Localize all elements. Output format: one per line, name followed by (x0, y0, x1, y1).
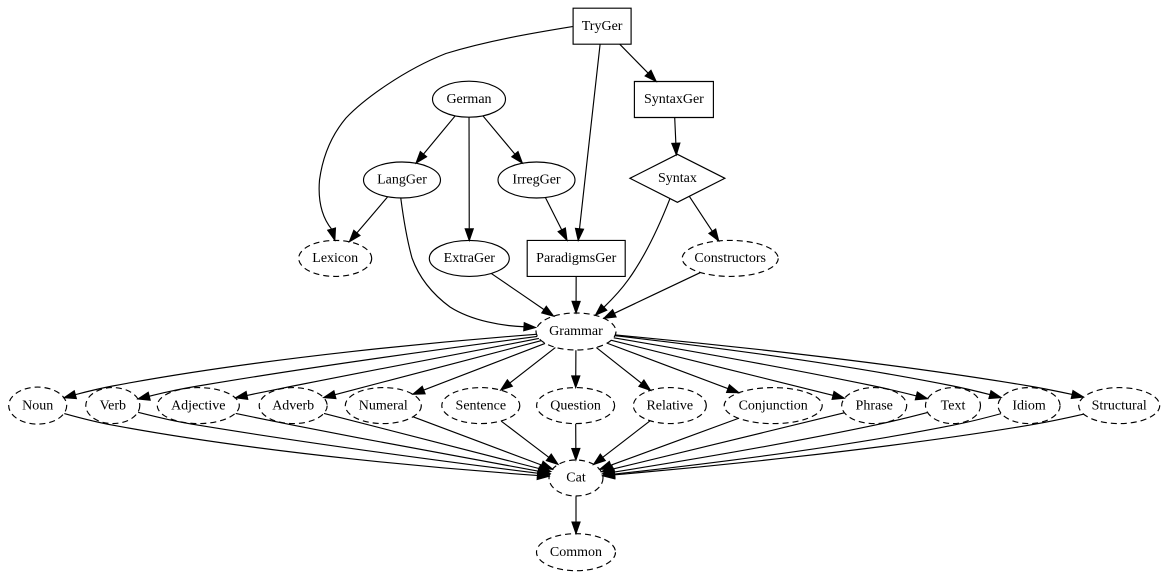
svg-text:Syntax: Syntax (658, 171, 697, 186)
svg-text:Structural: Structural (1092, 398, 1147, 413)
svg-text:TryGer: TryGer (582, 19, 623, 34)
svg-text:Numeral: Numeral (359, 398, 408, 413)
svg-text:Noun: Noun (22, 398, 53, 413)
svg-text:Grammar: Grammar (549, 324, 603, 339)
svg-text:ExtraGer: ExtraGer (444, 251, 496, 266)
svg-text:SyntaxGer: SyntaxGer (644, 92, 704, 107)
svg-text:IrregGer: IrregGer (512, 173, 561, 188)
svg-text:LangGer: LangGer (377, 173, 427, 188)
svg-text:Relative: Relative (646, 398, 693, 413)
svg-text:Verb: Verb (100, 398, 126, 413)
svg-text:Text: Text (941, 398, 966, 413)
svg-text:Sentence: Sentence (456, 398, 507, 413)
svg-text:Adjective: Adjective (171, 398, 225, 413)
svg-text:Question: Question (550, 398, 601, 413)
svg-text:Lexicon: Lexicon (312, 251, 358, 266)
svg-text:Common: Common (550, 545, 602, 560)
svg-text:Adverb: Adverb (272, 398, 314, 413)
svg-text:Constructors: Constructors (694, 251, 766, 266)
svg-text:Idiom: Idiom (1012, 398, 1046, 413)
svg-text:German: German (446, 92, 491, 107)
svg-text:ParadigmsGer: ParadigmsGer (536, 251, 616, 266)
svg-text:Phrase: Phrase (856, 398, 893, 413)
svg-text:Cat: Cat (566, 471, 586, 486)
svg-text:Conjunction: Conjunction (739, 398, 808, 413)
